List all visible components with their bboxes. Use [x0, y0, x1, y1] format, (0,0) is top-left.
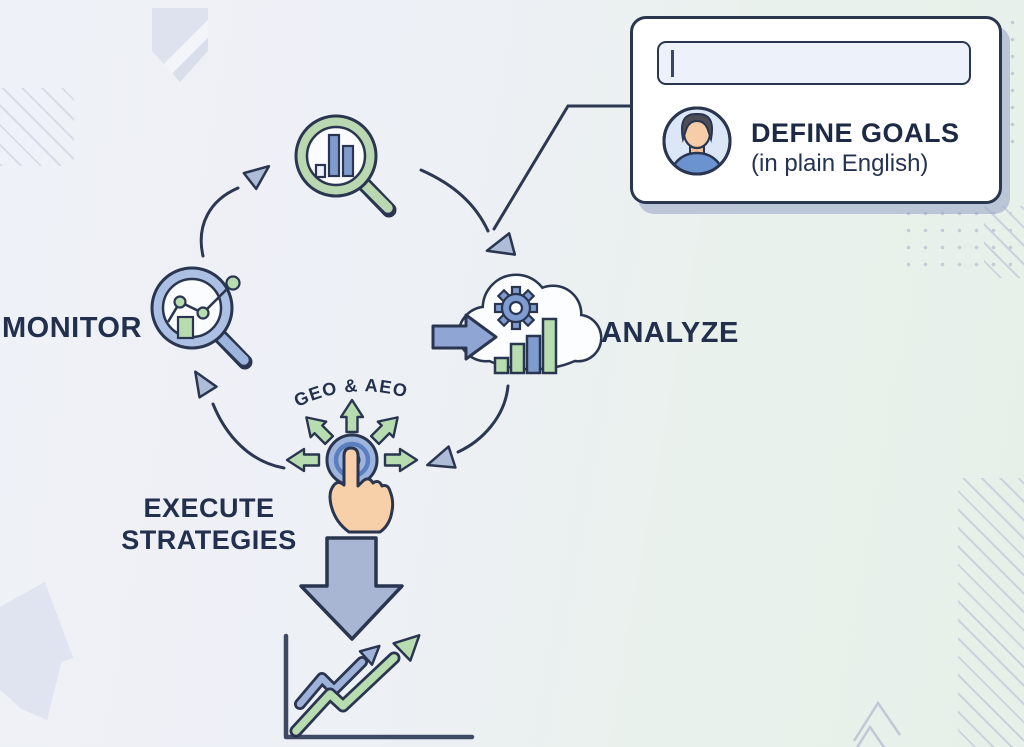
growth-chart-icon	[283, 633, 475, 740]
blue-trend-arrow	[294, 644, 381, 710]
green-trend-arrow	[289, 634, 421, 738]
card-connector-line	[492, 104, 632, 231]
magnifier-line-chart-icon	[150, 266, 253, 370]
big-down-arrow	[299, 536, 404, 641]
click-button-hand-icon	[285, 398, 419, 534]
user-avatar-icon	[662, 106, 732, 176]
define-goals-card: DEFINE GOALS (in plain English)	[630, 16, 1002, 204]
arrowhead-to-analyze	[485, 232, 517, 256]
analyze-label: ANALYZE	[601, 317, 739, 349]
right-arrow-icon	[431, 313, 498, 361]
goal-input[interactable]	[657, 41, 971, 85]
ascending-bars	[493, 317, 558, 375]
arrowhead-to-center	[426, 445, 457, 469]
deco-stripes-right	[984, 206, 1024, 278]
radiating-arrows	[285, 398, 419, 473]
gear-icon	[493, 285, 539, 331]
arc-center-to-monitor	[211, 402, 286, 470]
monitor-label: MONITOR	[2, 312, 142, 344]
define-goals-title: DEFINE GOALS	[751, 118, 960, 148]
deco-stripes-bottomright	[958, 478, 1024, 747]
magnifier-bar-chart-icon	[294, 114, 397, 218]
deco-chevrons-bottomright	[852, 700, 902, 747]
arc-analyze-to-center	[456, 384, 510, 454]
cloud-analytics-icon	[431, 273, 603, 375]
arc-top-to-analyze	[419, 168, 490, 233]
pointing-hand	[328, 446, 395, 534]
deco-diagonal-lines-topleft	[0, 88, 74, 166]
arrowhead-up	[242, 164, 271, 191]
arc-monitor-to-top	[199, 186, 240, 258]
arrowhead-to-monitor	[194, 370, 218, 399]
execute-strategies-label: EXECUTE STRATEGIES	[121, 493, 297, 556]
define-goals-subtitle: (in plain English)	[751, 150, 929, 177]
deco-dot-grid-topright	[1004, 14, 1024, 154]
text-cursor	[671, 50, 674, 77]
